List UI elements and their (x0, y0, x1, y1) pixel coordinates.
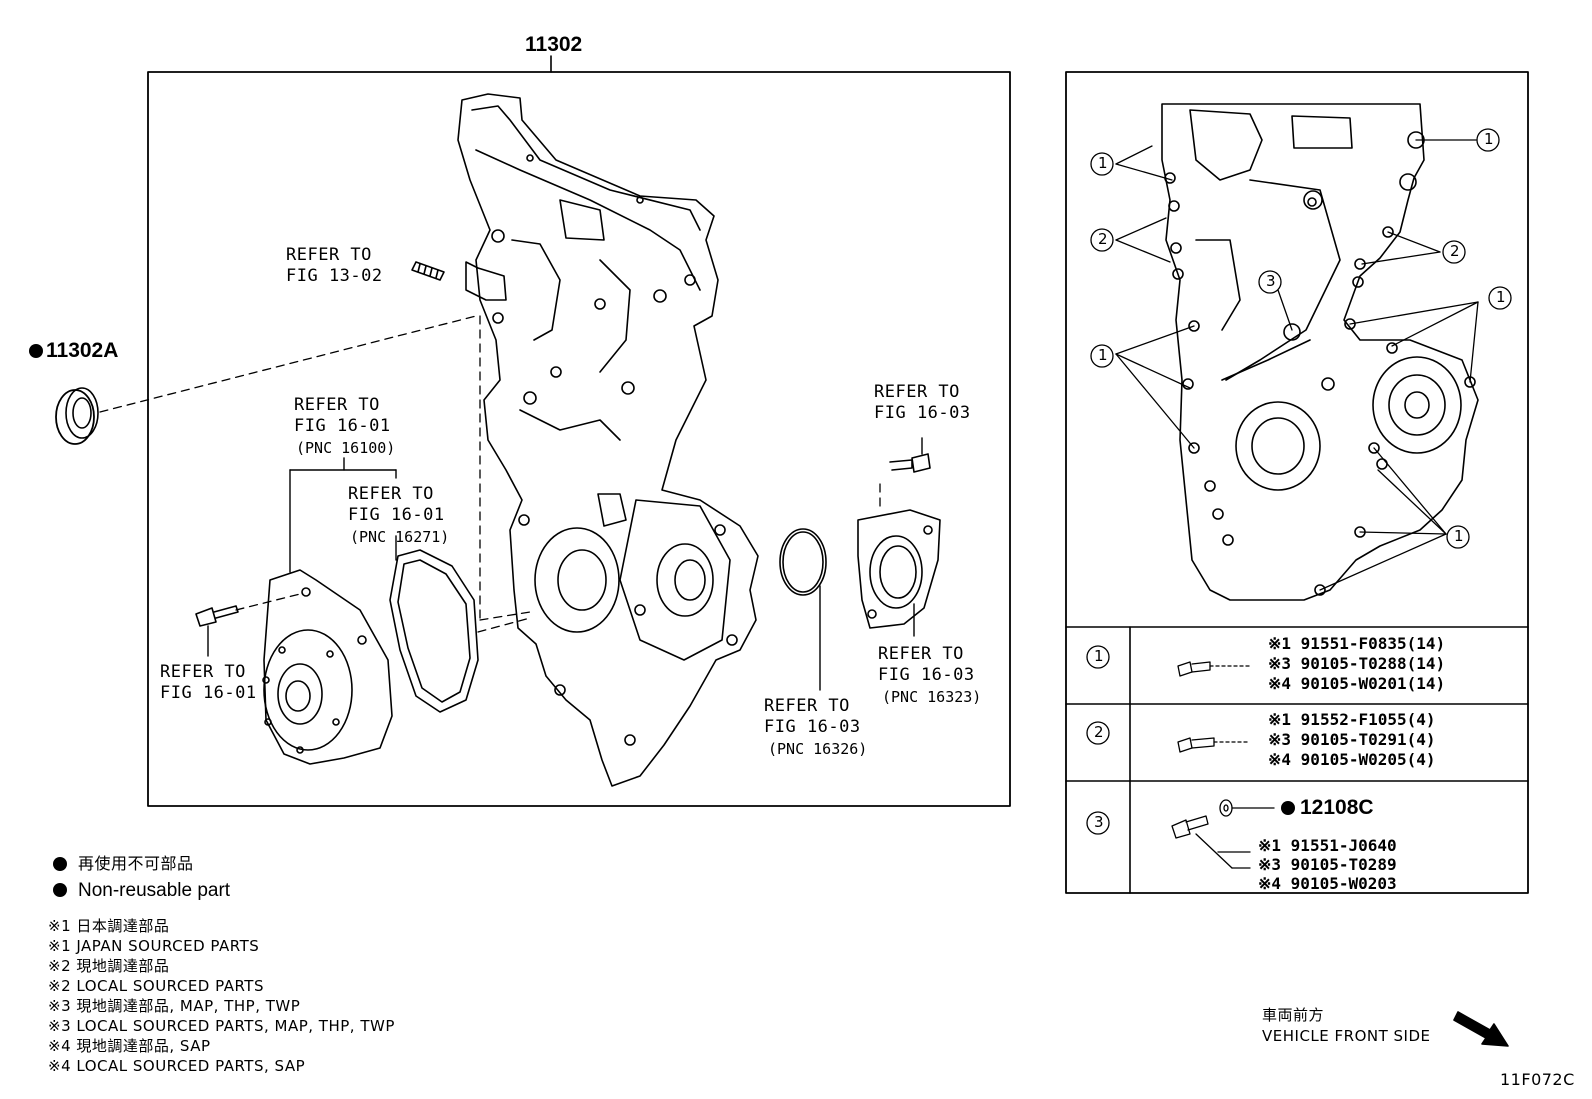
table-row-3-part-3: ※4 90105-W0203 (1258, 874, 1397, 893)
table-index-circles (1086, 645, 1110, 835)
detail-label-2b: 2 (1450, 242, 1461, 260)
timing-chain-cover (457, 93, 759, 787)
detail-label-1d: 1 (1496, 288, 1507, 306)
legend-note-4: ※2 LOCAL SOURCED PARTS (48, 977, 264, 995)
detail-label-1c: 1 (1098, 346, 1109, 364)
housing-ref-pnc: (PNC 16323) (882, 688, 982, 706)
legend-non-reusable-en: Non-reusable part (78, 880, 231, 901)
legend-note-6: ※3 LOCAL SOURCED PARTS, MAP, THP, TWP (48, 1017, 395, 1035)
figure-code: 11F072C (1500, 1070, 1575, 1089)
oring-ref-pnc: (PNC 16326) (768, 740, 868, 758)
vehicle-front-arrow (1453, 1011, 1509, 1047)
legend-note-8: ※4 LOCAL SOURCED PARTS, SAP (48, 1057, 306, 1075)
table-row-3-part-1: ※1 91551-J0640 (1258, 836, 1397, 855)
detail-label-1a: 1 (1484, 130, 1495, 148)
detail-frame (1065, 71, 1529, 894)
o-ring (779, 528, 827, 596)
stud-bolt (411, 261, 445, 281)
reference-leaders (207, 437, 923, 691)
gasket-ref-pnc: (PNC 16271) (350, 528, 450, 546)
detail-label-1b: 1 (1098, 154, 1109, 172)
table-row-1-part-1: ※1 91551-F0835(14) (1268, 634, 1446, 653)
pump-ref-pnc: (PNC 16100) (296, 439, 396, 457)
oring-ref-line2: FIG 16-03 (764, 717, 861, 737)
table-row-2-part-3: ※4 90105-W0205(4) (1268, 750, 1436, 769)
table-row-1-index: 1 (1094, 647, 1105, 665)
legend-non-reusable-jp: 再使用不可部品 (78, 854, 194, 873)
table-row-1-part-3: ※4 90105-W0201(14) (1268, 674, 1446, 693)
vehicle-front-jp: 車両前方 (1262, 1006, 1325, 1024)
legend-note-7: ※4 現地調達部品, SAP (48, 1037, 211, 1055)
table-row-1-part-2: ※3 90105-T0288(14) (1268, 654, 1446, 673)
pump-gasket (389, 549, 479, 713)
oring-ref-line1: REFER TO (764, 696, 850, 716)
table-row-2-part-2: ※3 90105-T0291(4) (1268, 730, 1436, 749)
table-row-3-part-2: ※3 90105-T0289 (1258, 855, 1397, 874)
stud-ref-line2: FIG 13-02 (286, 266, 383, 286)
legend-note-3: ※2 現地調達部品 (48, 957, 170, 975)
gasket-ref-line2: FIG 16-01 (348, 505, 445, 525)
pump-ref-line1: REFER TO (294, 395, 380, 415)
table-row-2-index: 2 (1094, 723, 1105, 741)
detail-label-1e: 1 (1454, 527, 1465, 545)
housing-ref-line2: FIG 16-03 (878, 665, 975, 685)
pump-bolt (195, 605, 239, 627)
detail-label-2a: 2 (1098, 230, 1109, 248)
housing-ref-line1: REFER TO (878, 644, 964, 664)
pump-bolt-ref-line2: FIG 16-01 (160, 683, 257, 703)
vehicle-front-en: VEHICLE FRONT SIDE (1262, 1027, 1431, 1045)
legend-note-5: ※3 現地調達部品, MAP, THP, TWP (48, 997, 301, 1015)
outlet-housing (857, 509, 941, 629)
legend-note-1: ※1 日本調達部品 (48, 917, 170, 935)
table-row-2-part-1: ※1 91552-F1055(4) (1268, 710, 1436, 729)
table-row-3-index: 3 (1094, 813, 1105, 831)
oil-seal (55, 387, 99, 445)
oil-seal-part-number: 11302A (46, 339, 119, 362)
filled-markers (29, 344, 1295, 897)
detail-label-3: 3 (1266, 272, 1277, 290)
outlet-bolt (889, 453, 931, 473)
stud-ref-line1: REFER TO (286, 245, 372, 265)
table-bolt-icons (1171, 661, 1275, 869)
outlet-bolt-ref-line1: REFER TO (874, 382, 960, 402)
gasket-part-number: 12108C (1300, 796, 1374, 819)
main-part-number: 11302 (525, 33, 583, 56)
outlet-bolt-ref-line2: FIG 16-03 (874, 403, 971, 423)
pump-bolt-ref-line1: REFER TO (160, 662, 246, 682)
pump-ref-line2: FIG 16-01 (294, 416, 391, 436)
gasket-ref-line1: REFER TO (348, 484, 434, 504)
assembly-lines (99, 315, 881, 633)
detail-leaders (1115, 139, 1479, 591)
detail-callout-circles (1090, 128, 1512, 549)
legend-note-2: ※1 JAPAN SOURCED PARTS (48, 937, 260, 955)
detail-cover-outline (1161, 103, 1479, 601)
water-pump (262, 569, 393, 765)
main-frame (147, 71, 1011, 807)
